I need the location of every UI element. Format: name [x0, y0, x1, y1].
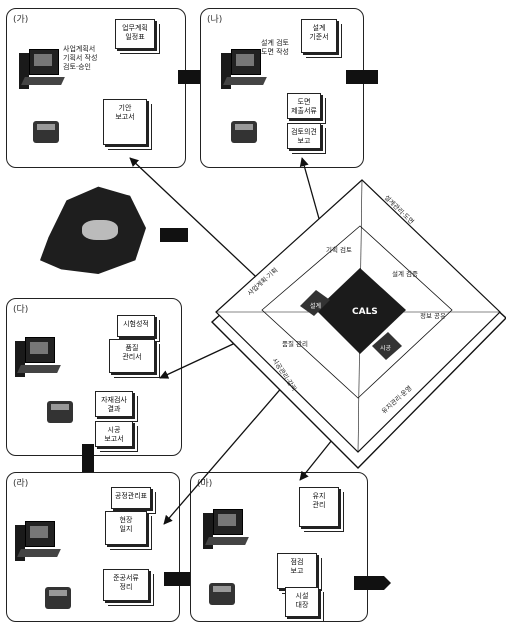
computer-icon [19, 49, 65, 111]
inner-note: 설계 검증 [392, 269, 418, 278]
printer-icon [47, 401, 73, 423]
arrow [163, 377, 291, 525]
document-icon: 시험성적 [117, 315, 155, 337]
panel-note: 설계 검토 도면 작성 [261, 39, 289, 56]
document-icon: 기안 보고서 [103, 99, 147, 145]
inner-note: 품질 관리 [282, 339, 308, 348]
center-tag [160, 228, 188, 242]
document-icon: 업무계획 일정표 [115, 19, 155, 49]
document-icon: 품질 관리서 [109, 339, 155, 373]
panel-top-left: (가) 사업계획서 기획서 작성 검토·승인 업무계획 일정표 기안 보고서 [6, 8, 186, 168]
document-icon: 유지 관리 [299, 487, 339, 527]
document-icon: 준공서류 정리 [103, 569, 149, 601]
diamond-inner [261, 225, 453, 399]
computer-icon [203, 509, 249, 571]
right-label: 시공 [380, 345, 392, 352]
panel-top-right: (나) 설계 검토 도면 작성 설계 기준서 도면 제출서류 검토의견 보고 [200, 8, 364, 168]
computer-icon [15, 521, 61, 583]
document-icon: 현장 일지 [105, 511, 147, 545]
core-diamond [316, 268, 406, 354]
document-icon: 시설 대장 [285, 587, 319, 617]
printer-icon [209, 583, 235, 605]
computer-icon [221, 49, 267, 111]
printer-icon [231, 121, 257, 143]
document-icon: 공정관리표 [111, 487, 151, 509]
panel-title: (나) [207, 15, 223, 25]
core-label: CALS [352, 307, 378, 317]
panel-tag [346, 70, 378, 84]
printer-icon [45, 587, 71, 609]
panel-mid-left: (다) 시험성적 품질 관리서 자재검사 결과 시공 보고서 [6, 298, 182, 456]
document-icon: 도면 제출서류 [287, 93, 321, 119]
arrow [159, 337, 247, 379]
document-icon: 시공 보고서 [95, 421, 133, 447]
panel-bottom-right: (마) 유지 관리 점검 보고 시설 대장 [190, 472, 368, 622]
panel-note: 사업계획서 기획서 작성 검토·승인 [63, 45, 98, 71]
left-label: 설계 [310, 302, 321, 310]
panel-title: (라) [13, 479, 29, 489]
document-icon: 자재검사 결과 [95, 391, 133, 417]
computer-icon [15, 337, 61, 399]
document-icon: 점검 보고 [277, 553, 317, 589]
printer-icon [33, 121, 59, 143]
inner-note: 기획 검토 [326, 245, 352, 254]
inner-note: 정보 공유 [420, 311, 446, 320]
panel-title: (다) [13, 305, 29, 315]
panel-title: (가) [13, 15, 29, 25]
panel-bottom-left: (라) 공정관리표 현장 일지 준공서류 정리 [6, 472, 180, 622]
document-icon: 설계 기준서 [301, 19, 337, 53]
document-icon: 검토의견 보고 [287, 123, 321, 149]
arrow [129, 157, 271, 291]
panel-title: (마) [197, 479, 213, 489]
panel-tag [354, 576, 391, 590]
